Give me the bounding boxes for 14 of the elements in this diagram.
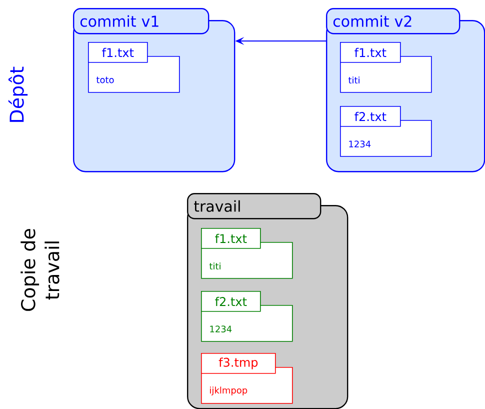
node-label: f1.txt xyxy=(215,234,247,243)
file-box: f1.txt titi xyxy=(340,42,432,93)
side-label: Copie de travail xyxy=(20,229,60,311)
node-label: f1.txt xyxy=(354,48,386,57)
file-box: f2.txt 1234 xyxy=(201,291,293,342)
file-box: f1.txt toto xyxy=(88,42,180,93)
node-label: f2.txt xyxy=(354,112,386,121)
node-label: f2.txt xyxy=(215,296,247,306)
node-label: f1.txt xyxy=(102,48,134,57)
side-label: Dépôt xyxy=(8,66,28,122)
file-box: f3.tmp ijklmpop xyxy=(201,353,293,404)
file-box: f2.txt 1234 xyxy=(340,106,432,157)
node-label: f3.tmp xyxy=(218,358,258,370)
file-box: f1.txt titi xyxy=(201,228,293,279)
